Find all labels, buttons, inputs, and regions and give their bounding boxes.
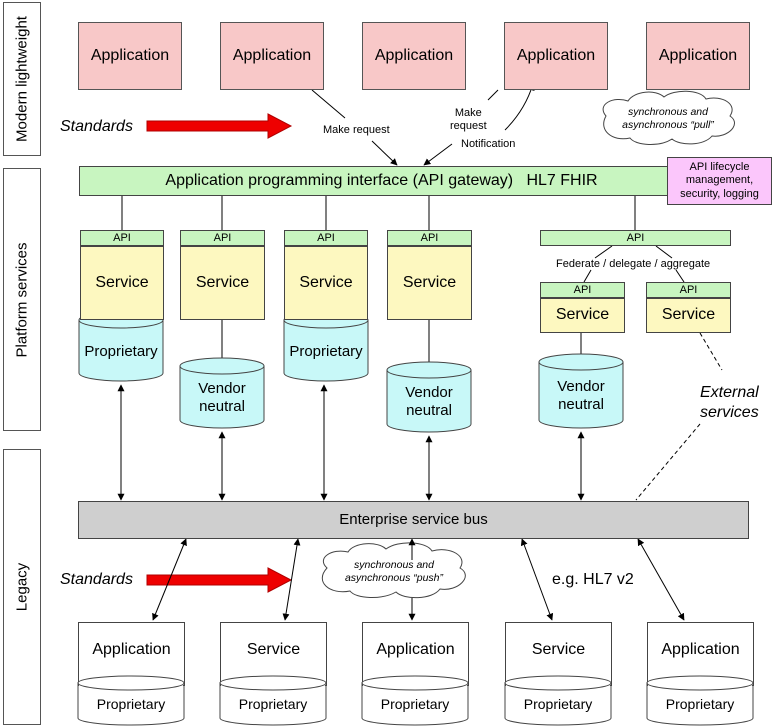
standards-label-bottom: Standards	[60, 571, 133, 588]
vendor-3-line2: neutral	[558, 396, 604, 413]
api-federate[interactable]: API	[540, 230, 731, 246]
legacy-db-4-label: Proprietary	[523, 695, 593, 712]
db-vendor-1	[179, 357, 265, 429]
make-request-2-line2: request	[450, 120, 487, 133]
vendor-3-line1: Vendor	[557, 378, 605, 395]
app-top-4[interactable]: Application	[504, 22, 608, 90]
cloud-push-text: synchronous and asynchronous “push”	[336, 559, 452, 584]
api-1[interactable]: API	[80, 230, 164, 246]
cloud-push	[321, 542, 466, 599]
db-vendor-3-label: Vendor neutral	[539, 376, 623, 416]
api-gateway-label: Application programming interface (API g…	[165, 171, 598, 189]
external-services-label: External services	[700, 383, 759, 423]
external-line1: External	[700, 384, 759, 401]
app-top-5[interactable]: Application	[646, 22, 750, 90]
make-request-label: Make request	[323, 124, 390, 136]
vendor-2-line1: Vendor	[405, 384, 453, 401]
legacy-db-5-label: Proprietary	[665, 695, 735, 712]
legacy-app-3[interactable]: Application	[647, 622, 754, 686]
tier-modern: Modern lightweight	[3, 2, 41, 156]
notification-label: Notification	[461, 138, 516, 150]
legacy-db-3-label: Proprietary	[380, 695, 450, 712]
app-top-3[interactable]: Application	[362, 22, 466, 90]
standards-label-top: Standards	[60, 118, 133, 135]
hl7v2-label: e.g. HL7 v2	[552, 571, 634, 588]
legacy-service-1[interactable]: Service	[220, 622, 327, 686]
legacy-db-1-label: Proprietary	[96, 695, 166, 712]
db-proprietary-1-label: Proprietary	[84, 343, 158, 360]
vendor-1-line2: neutral	[199, 398, 245, 415]
api-6[interactable]: API	[646, 282, 731, 298]
make-request-2-label: Make request	[450, 107, 487, 133]
legacy-db-2-label: Proprietary	[238, 695, 308, 712]
cloud-pull-line1: synchronous and	[628, 106, 708, 118]
api-gateway[interactable]: Application programming interface (API g…	[79, 166, 684, 196]
service-5[interactable]: Service	[540, 298, 625, 333]
lifecycle-line2: management,	[685, 174, 754, 187]
cloud-pull-line2: asynchronous “pull”	[622, 118, 714, 131]
service-6[interactable]: Service	[646, 298, 731, 333]
cloud-pull-text: synchronous and asynchronous “pull”	[612, 106, 724, 131]
notification-arrow	[504, 83, 535, 131]
api-2[interactable]: API	[180, 230, 265, 246]
legacy-service-2[interactable]: Service	[505, 622, 612, 686]
service-3[interactable]: Service	[284, 246, 368, 320]
tier-platform: Platform services	[3, 168, 41, 431]
db-vendor-2	[386, 361, 472, 433]
enterprise-service-bus[interactable]: Enterprise service bus	[78, 501, 749, 539]
cloud-pull	[602, 90, 735, 145]
legacy-app-2[interactable]: Application	[362, 622, 469, 686]
federate-label: Federate / delegate / aggregate	[556, 258, 711, 270]
vendor-2-line2: neutral	[406, 402, 452, 419]
tier-legacy: Legacy	[3, 449, 41, 725]
make-request-2-line1: Make	[454, 107, 482, 119]
standards-arrow-bottom	[146, 567, 293, 593]
service-2[interactable]: Service	[180, 246, 265, 320]
api-lifecycle-box[interactable]: API lifecycle management, security, logg…	[667, 157, 772, 205]
app-top-1[interactable]: Application	[78, 22, 182, 90]
service-1[interactable]: Service	[80, 246, 164, 320]
cloud-push-line1: synchronous and	[354, 559, 434, 571]
lifecycle-line3: security, logging	[680, 187, 759, 200]
db-vendor-1-label: Vendor neutral	[180, 378, 264, 418]
make-request-2-arrow	[423, 143, 453, 166]
db-vendor-2-label: Vendor neutral	[387, 382, 471, 422]
vendor-1-line1: Vendor	[198, 380, 246, 397]
service-4[interactable]: Service	[387, 246, 472, 320]
lifecycle-line1: API lifecycle	[689, 161, 750, 174]
db-vendor-3	[538, 353, 624, 429]
make-request-2-upper	[487, 89, 499, 101]
api-5[interactable]: API	[540, 282, 625, 298]
cloud-push-line2: asynchronous “push”	[344, 571, 444, 584]
external-line2: services	[700, 404, 759, 421]
make-request-line-upper	[311, 89, 346, 119]
make-request-arrow	[371, 140, 398, 166]
api-3[interactable]: API	[284, 230, 368, 246]
db-proprietary-2-label: Proprietary	[289, 343, 363, 360]
legacy-app-1[interactable]: Application	[78, 622, 185, 686]
api-4[interactable]: API	[387, 230, 472, 246]
standards-arrow-top	[146, 113, 293, 139]
app-top-2[interactable]: Application	[220, 22, 324, 90]
